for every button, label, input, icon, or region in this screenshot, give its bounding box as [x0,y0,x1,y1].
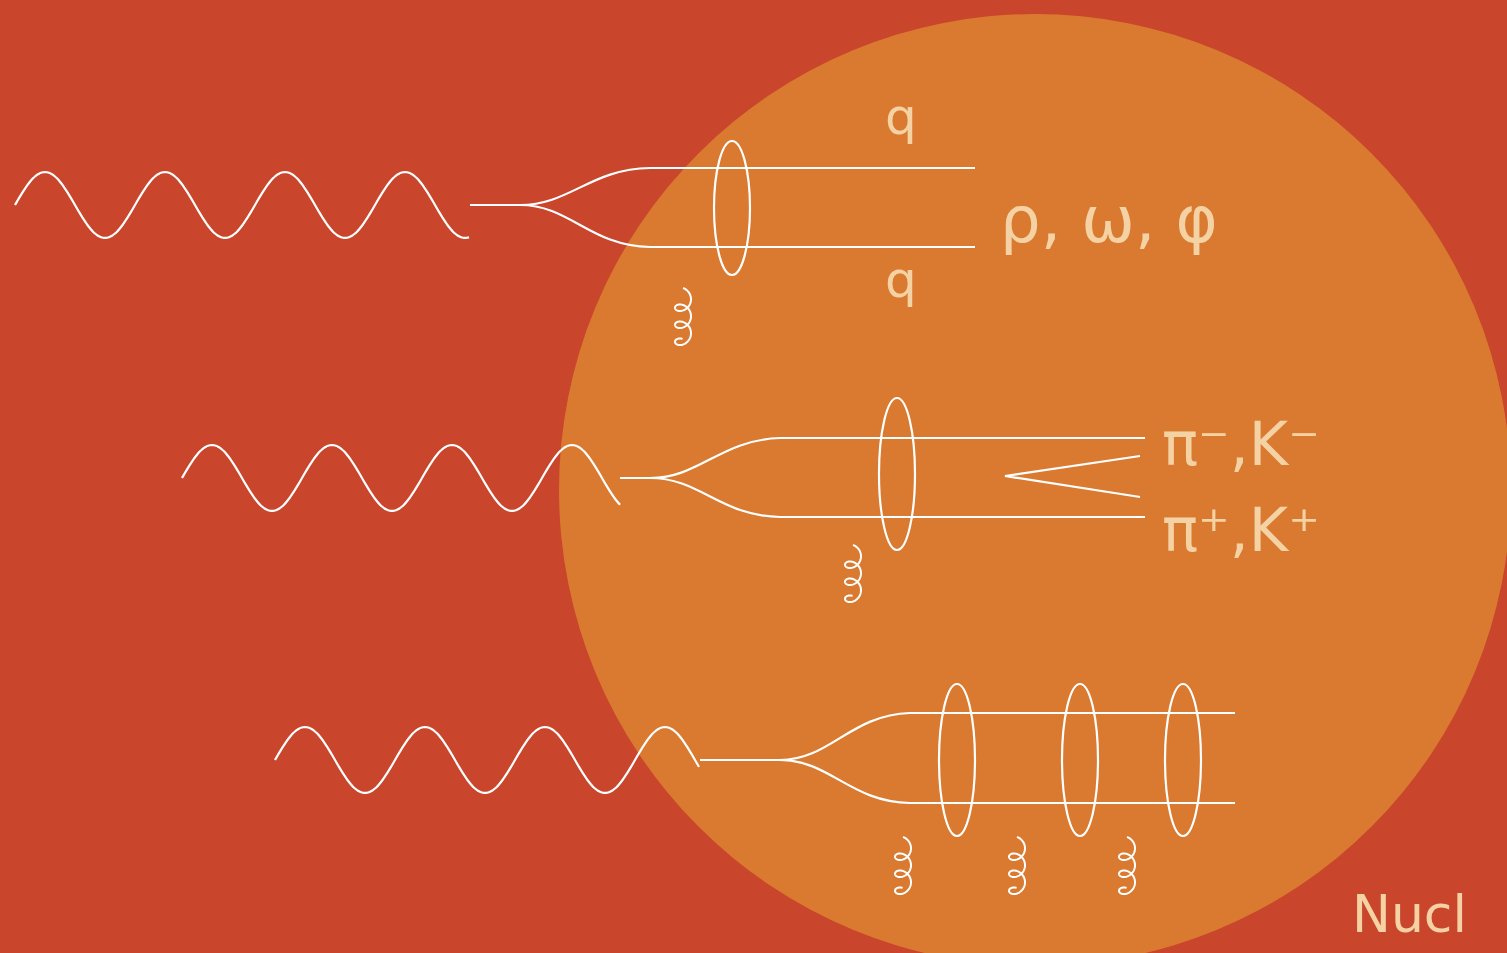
quark-lines [470,141,1235,836]
photon-wave [182,445,620,511]
photon-waves [15,172,699,793]
hadron-label: π⁻,K⁻ [1162,414,1320,474]
nucleus-disc [559,14,1507,953]
gluon-curl [675,288,691,345]
color-dipole-ring [939,684,975,836]
string-break [1005,456,1140,497]
quark-label: q [885,92,917,142]
quark-line [650,478,1145,517]
vector-meson-label: ρ, ω, φ [1000,188,1218,252]
color-dipole-ring [879,398,915,550]
photon-wave [15,172,469,238]
photon-wave [275,727,699,793]
gluon-curl [845,545,861,602]
hadron-label: π⁺,K⁺ [1162,500,1320,560]
gluon-curl [1119,837,1135,894]
quark-line [700,713,1235,760]
quark-line [620,438,1145,478]
nucleus-label: Nucl [1352,888,1467,940]
color-dipole-ring [1062,684,1098,836]
gluons [675,288,1135,894]
color-dipole-ring [1165,684,1201,836]
gluon-curl [1009,837,1025,894]
quark-line [470,168,975,205]
quark-label: q [885,255,917,305]
color-dipole-ring [714,141,750,275]
gluon-curl [895,837,911,894]
